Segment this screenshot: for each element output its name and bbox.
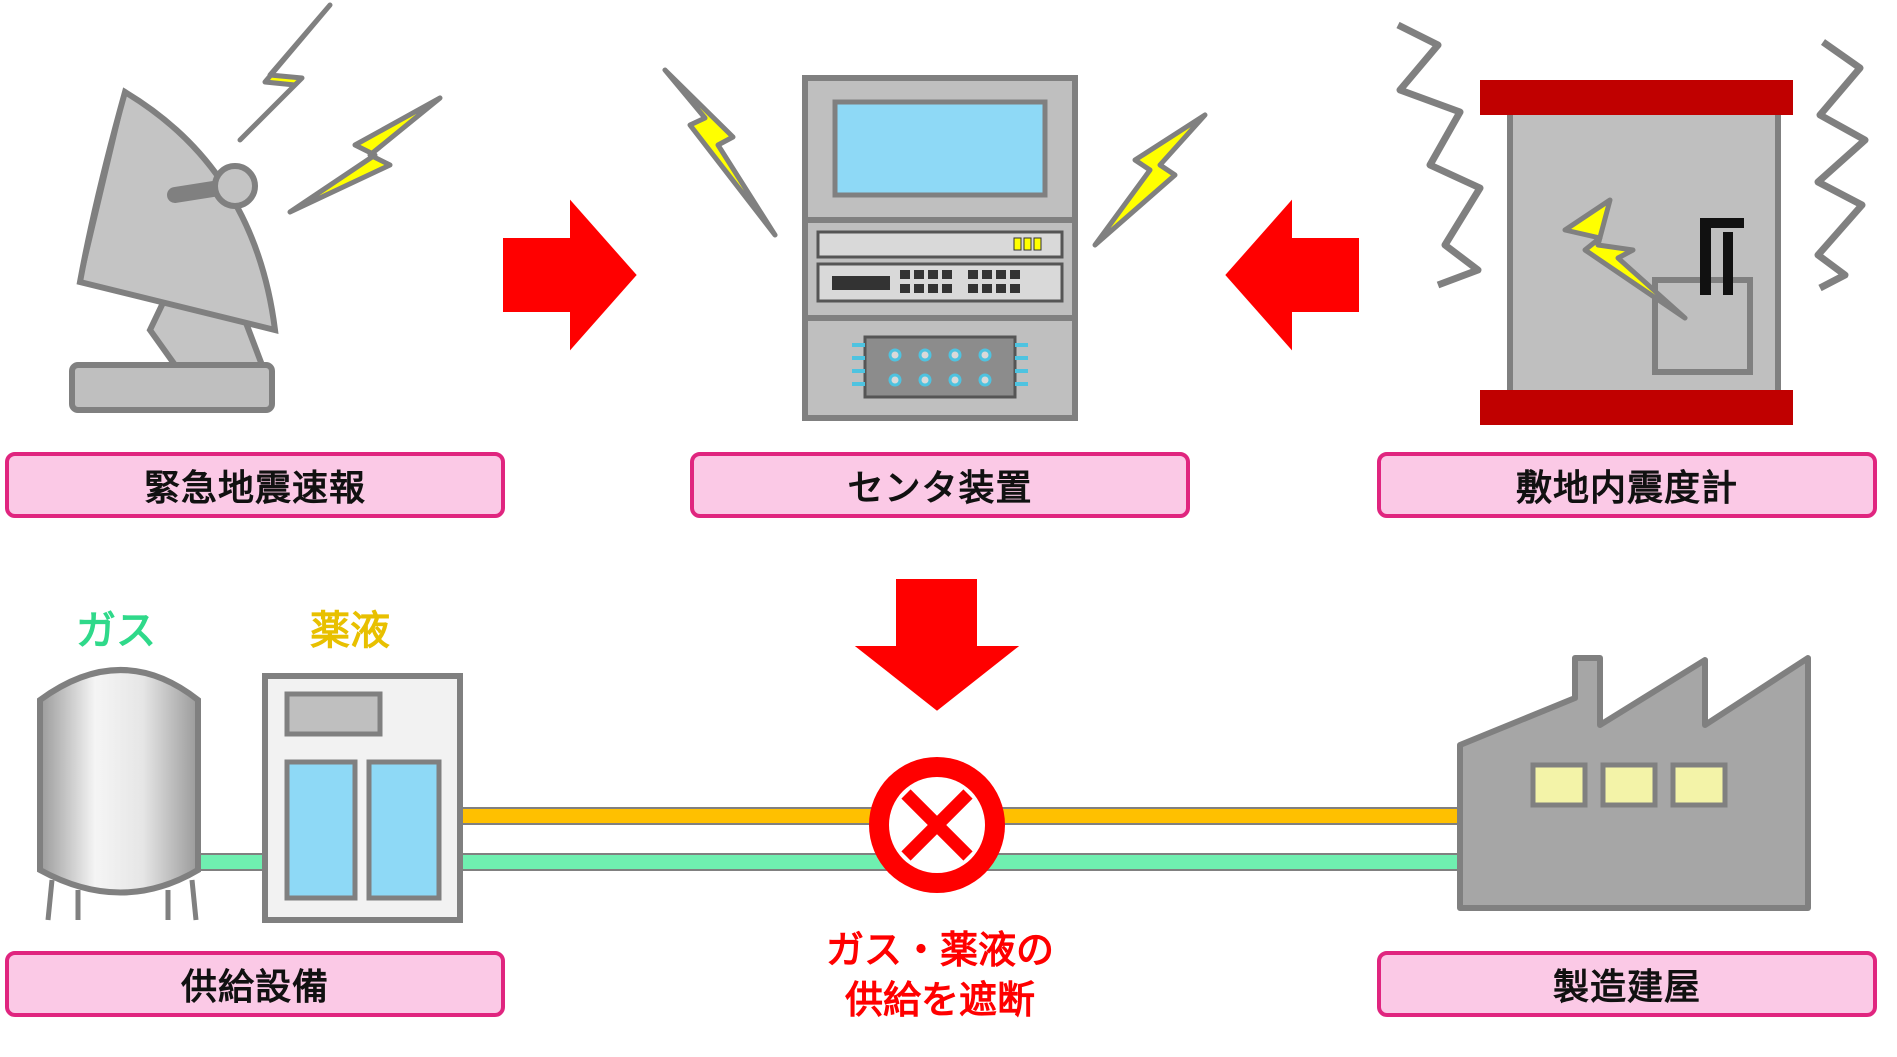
cutoff-line-2: 供給を遮断 <box>844 978 1035 1022</box>
down-arrow-icon <box>849 577 1025 714</box>
right-arrow-icon <box>501 194 640 356</box>
label-seismometer: 敷地内震度計 <box>1377 452 1877 518</box>
seismometer-icon <box>1480 80 1793 425</box>
left-arrow-icon <box>1222 194 1361 356</box>
label-supply: 供給設備 <box>5 951 505 1017</box>
lightning-icon <box>662 67 778 238</box>
label-eew: 緊急地震速報 <box>5 452 505 518</box>
stop-cross-icon <box>869 757 1005 893</box>
chemical-cabinet-icon <box>262 673 463 923</box>
vibration-line-icon <box>1396 21 1484 289</box>
cutoff-text: ガス・薬液の 供給を遮断 <box>790 925 1090 1025</box>
cutoff-line-1: ガス・薬液の <box>825 928 1054 972</box>
lightning-icon <box>1092 112 1208 248</box>
lightning-icon <box>287 95 443 215</box>
chemical-label: 薬液 <box>310 608 390 654</box>
server-rack-icon <box>802 75 1078 421</box>
lightning-icon <box>237 2 333 143</box>
label-building: 製造建屋 <box>1377 951 1877 1017</box>
factory-icon <box>1457 655 1811 911</box>
vibration-line-icon <box>1814 39 1869 292</box>
satellite-dish-icon <box>69 87 279 413</box>
gas-tank-icon <box>37 667 201 921</box>
gas-label: ガス <box>76 608 156 654</box>
label-center: センタ装置 <box>690 452 1190 518</box>
